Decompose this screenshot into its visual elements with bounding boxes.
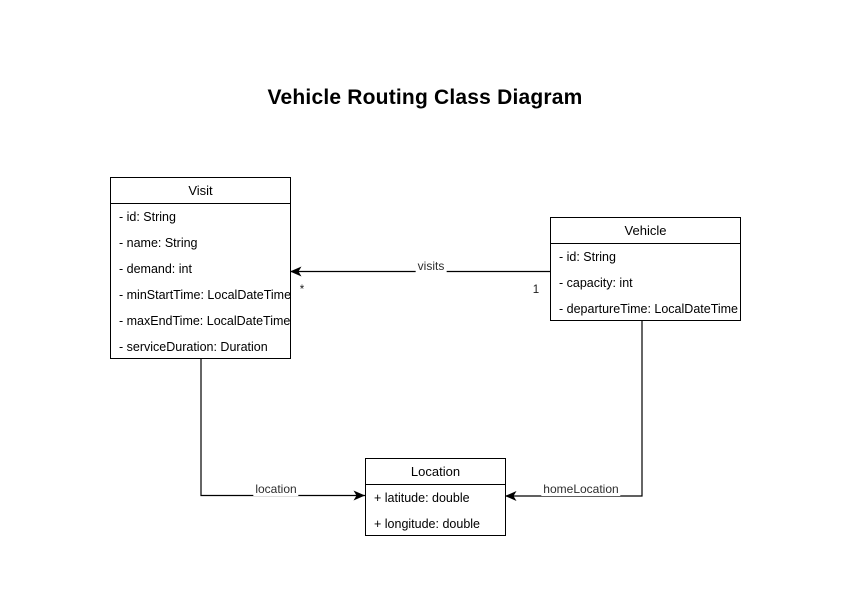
class-visit: Visit - id: String - name: String - dema… [110, 177, 291, 359]
edge-label-visits: visits [415, 259, 447, 273]
edge-label-location: location [253, 482, 299, 496]
class-visit-field-serviceduration: - serviceDuration: Duration [119, 340, 268, 354]
class-visit-field-id: - id: String [119, 210, 176, 224]
edge-location [200, 359, 365, 501]
class-location-fields: + latitude: double + longitude: double [366, 485, 505, 537]
class-visit-field-maxendtime: - maxEndTime: LocalDateTime [119, 314, 290, 328]
class-vehicle-field-capacity: - capacity: int [559, 276, 633, 290]
class-location-field-longitude: + longitude: double [374, 517, 480, 531]
class-visit-field-minstarttime: - minStartTime: LocalDateTime [119, 288, 290, 302]
class-vehicle-fields: - id: String - capacity: int - departure… [551, 244, 740, 322]
class-visit-name: Visit [111, 178, 290, 204]
class-visit-field-name: - name: String [119, 236, 198, 250]
diagram-title: Vehicle Routing Class Diagram [267, 86, 583, 109]
class-vehicle-field-id: - id: String [559, 250, 616, 264]
edge-label-homelocation: homeLocation [541, 482, 621, 496]
class-visit-field-demand: - demand: int [119, 262, 192, 276]
class-vehicle: Vehicle - id: String - capacity: int - d… [550, 217, 741, 321]
multiplicity-visits-many: * [299, 284, 305, 296]
edge-homelocation [505, 321, 643, 501]
class-vehicle-name: Vehicle [551, 218, 740, 244]
class-location-field-latitude: + latitude: double [374, 491, 470, 505]
class-location-name: Location [366, 459, 505, 485]
class-location: Location + latitude: double + longitude:… [365, 458, 506, 536]
class-vehicle-field-departuretime: - departureTime: LocalDateTime [559, 302, 739, 316]
multiplicity-visits-one: 1 [532, 284, 540, 296]
class-visit-fields: - id: String - name: String - demand: in… [111, 204, 290, 360]
